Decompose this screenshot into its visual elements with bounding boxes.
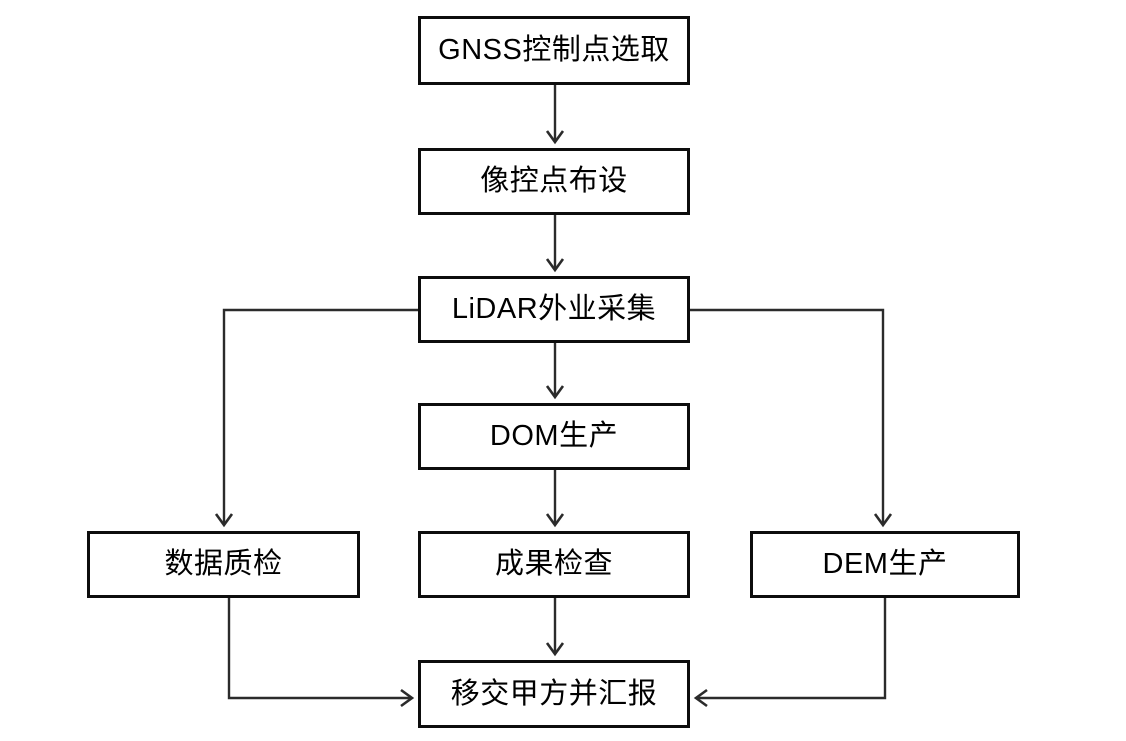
connector-lidar-to-zhijian xyxy=(222,308,418,525)
node-label: 移交甲方并汇报 xyxy=(450,677,658,710)
node-label: LiDAR外业采集 xyxy=(451,293,657,325)
node-label: DEM生产 xyxy=(822,548,948,580)
arrowhead-zhijian-to-yijiao xyxy=(400,688,415,708)
arrowhead-dem-to-yijiao xyxy=(693,688,708,708)
connector-lidar-to-dem xyxy=(690,308,885,525)
connector-zhijian-to-yijiao xyxy=(227,598,412,700)
node-dom-production[interactable]: DOM生产 xyxy=(418,403,690,470)
arrowhead-lidar-to-zhijian xyxy=(214,513,234,528)
node-label: 像控点布设 xyxy=(480,165,628,197)
arrowhead-chengguo-to-yijiao xyxy=(545,642,565,657)
arrowhead-xiangkong-to-lidar xyxy=(545,258,565,273)
arrowhead-dom-to-chengguo xyxy=(545,513,565,528)
node-lidar-field-collection[interactable]: LiDAR外业采集 xyxy=(418,276,690,343)
node-handover-and-report[interactable]: 移交甲方并汇报 xyxy=(418,660,690,728)
node-label: GNSS控制点选取 xyxy=(438,34,670,66)
arrowhead-gnss-to-xiangkong xyxy=(545,130,565,145)
node-data-quality-inspection[interactable]: 数据质检 xyxy=(87,531,360,598)
node-label: 数据质检 xyxy=(164,548,283,580)
arrowhead-lidar-to-dem xyxy=(873,513,893,528)
arrowhead-lidar-to-dom xyxy=(545,385,565,400)
node-dem-production[interactable]: DEM生产 xyxy=(750,531,1020,598)
node-label: 成果检查 xyxy=(494,548,613,580)
node-result-check[interactable]: 成果检查 xyxy=(418,531,690,598)
node-image-control-point-layout[interactable]: 像控点布设 xyxy=(418,148,690,215)
connector-dem-to-yijiao xyxy=(696,598,887,700)
node-label: DOM生产 xyxy=(489,420,619,452)
node-gnss-control-point-selection[interactable]: GNSS控制点选取 xyxy=(418,16,690,85)
